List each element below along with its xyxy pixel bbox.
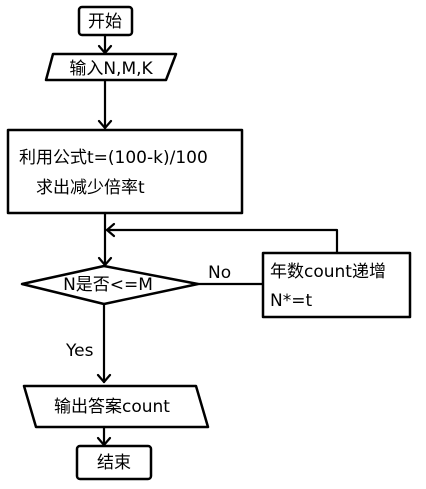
input-node: 输入N,M,K	[44, 52, 178, 82]
loop-label-line2: N*=t	[270, 291, 312, 311]
loop-node: 年数count递增 N*=t	[261, 251, 412, 319]
edge-process-decision	[97, 211, 113, 267]
edge-loop-back	[105, 222, 339, 255]
edge-input-process	[97, 78, 113, 130]
input-label: 输入N,M,K	[69, 59, 153, 79]
end-label: 结束	[97, 453, 131, 473]
output-label: 输出答案count	[54, 397, 170, 417]
process-label-line1: 利用公式t=(100-k)/100	[19, 148, 208, 168]
edge-start-input	[97, 33, 113, 55]
process-label-line2: 求出减少倍率t	[36, 178, 145, 198]
output-node: 输出答案count	[22, 384, 210, 429]
start-node: 开始	[77, 5, 134, 37]
edge-output-end	[96, 425, 112, 447]
process-node: 利用公式t=(100-k)/100 求出减少倍率t	[6, 128, 244, 215]
edge-decision-output	[96, 302, 112, 384]
start-label: 开始	[88, 12, 122, 32]
edge-no-label: No	[208, 263, 231, 283]
end-node: 结束	[75, 444, 153, 481]
decision-label: N是否<=M	[63, 275, 153, 295]
decision-node: N是否<=M	[20, 264, 200, 306]
edge-yes-label: Yes	[65, 341, 94, 361]
loop-label-line1: 年数count递增	[270, 262, 386, 282]
